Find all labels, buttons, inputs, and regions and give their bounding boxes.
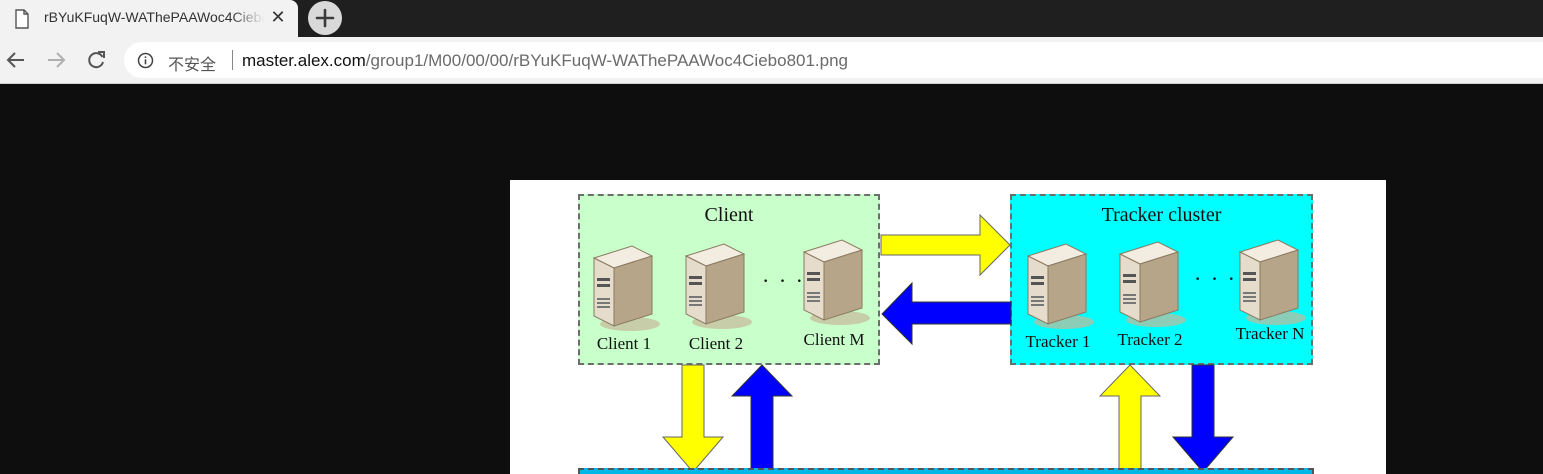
arrow-right-icon xyxy=(880,214,1011,277)
tracker-node-2: Tracker 2 xyxy=(1110,234,1190,349)
info-circle-icon[interactable] xyxy=(137,52,154,69)
client-node-1: Client 1 xyxy=(584,238,664,353)
browser-tab[interactable]: rBYuKFuqW-WAThePAAWoc4Ciebo801.png ✕ xyxy=(0,0,298,37)
browser-toolbar: 不安全 master.alex.com/group1/M00/00/00/rBY… xyxy=(0,37,1543,84)
tracker-node-label: Tracker 2 xyxy=(1117,330,1183,349)
close-icon[interactable]: ✕ xyxy=(270,7,286,27)
client-cluster: Client Client 1 xyxy=(578,194,880,365)
tracker-cluster-title: Tracker cluster xyxy=(1101,204,1222,226)
arrow-down-icon xyxy=(1172,364,1234,473)
client-node-label: Client 1 xyxy=(596,334,652,353)
url-path: /group1/M00/00/00/rBYuKFuqW-WAThePAAWoc4… xyxy=(365,51,849,70)
arrow-up-icon xyxy=(1099,364,1161,474)
server-icon xyxy=(684,243,752,329)
server-icon xyxy=(592,245,660,331)
tracker-node-label: Tracker 1 xyxy=(1025,332,1091,351)
tracker-node-1: Tracker 1 xyxy=(1018,236,1098,351)
client-node-label: Client 2 xyxy=(688,334,744,353)
tracker-cluster: Tracker cluster Tracker 1 xyxy=(1010,194,1313,365)
document-icon xyxy=(15,9,29,29)
client-node-m: Client M xyxy=(794,232,874,349)
url-host: master.alex.com xyxy=(242,51,366,70)
reload-icon[interactable] xyxy=(85,49,107,71)
arrow-down-icon xyxy=(662,364,724,473)
address-bar[interactable]: 不安全 master.alex.com/group1/M00/00/00/rBY… xyxy=(124,42,1543,78)
server-icon xyxy=(1118,241,1186,327)
tracker-ellipsis: · · · xyxy=(1194,266,1237,291)
client-ellipsis: · · · xyxy=(762,268,805,293)
image-viewer: Client Client 1 xyxy=(0,84,1543,474)
tracker-node-n: Tracker N xyxy=(1230,232,1310,343)
client-node-label: Client M xyxy=(803,330,865,349)
arrow-up-icon xyxy=(731,364,793,474)
tab-title: rBYuKFuqW-WAThePAAWoc4Ciebo801.png xyxy=(44,9,264,25)
omnibox-separator xyxy=(232,50,233,70)
server-icon xyxy=(802,239,870,325)
arrow-left-icon xyxy=(881,282,1012,346)
url-text[interactable]: master.alex.com/group1/M00/00/00/rBYuKFu… xyxy=(242,51,848,71)
arrow-left-icon[interactable] xyxy=(5,49,27,71)
server-icon xyxy=(1238,239,1306,325)
tab-strip: rBYuKFuqW-WAThePAAWoc4Ciebo801.png ✕ xyxy=(0,0,1543,37)
plus-icon xyxy=(315,8,335,28)
server-icon xyxy=(1026,243,1094,329)
displayed-image: Client Client 1 xyxy=(510,180,1386,474)
client-cluster-title: Client xyxy=(704,204,754,226)
tracker-node-label: Tracker N xyxy=(1235,324,1305,343)
storage-cluster-edge xyxy=(578,468,1314,474)
client-node-2: Client 2 xyxy=(676,236,756,353)
new-tab-button[interactable] xyxy=(308,1,342,35)
security-label[interactable]: 不安全 xyxy=(168,55,217,74)
arrow-right-icon[interactable] xyxy=(45,49,67,71)
